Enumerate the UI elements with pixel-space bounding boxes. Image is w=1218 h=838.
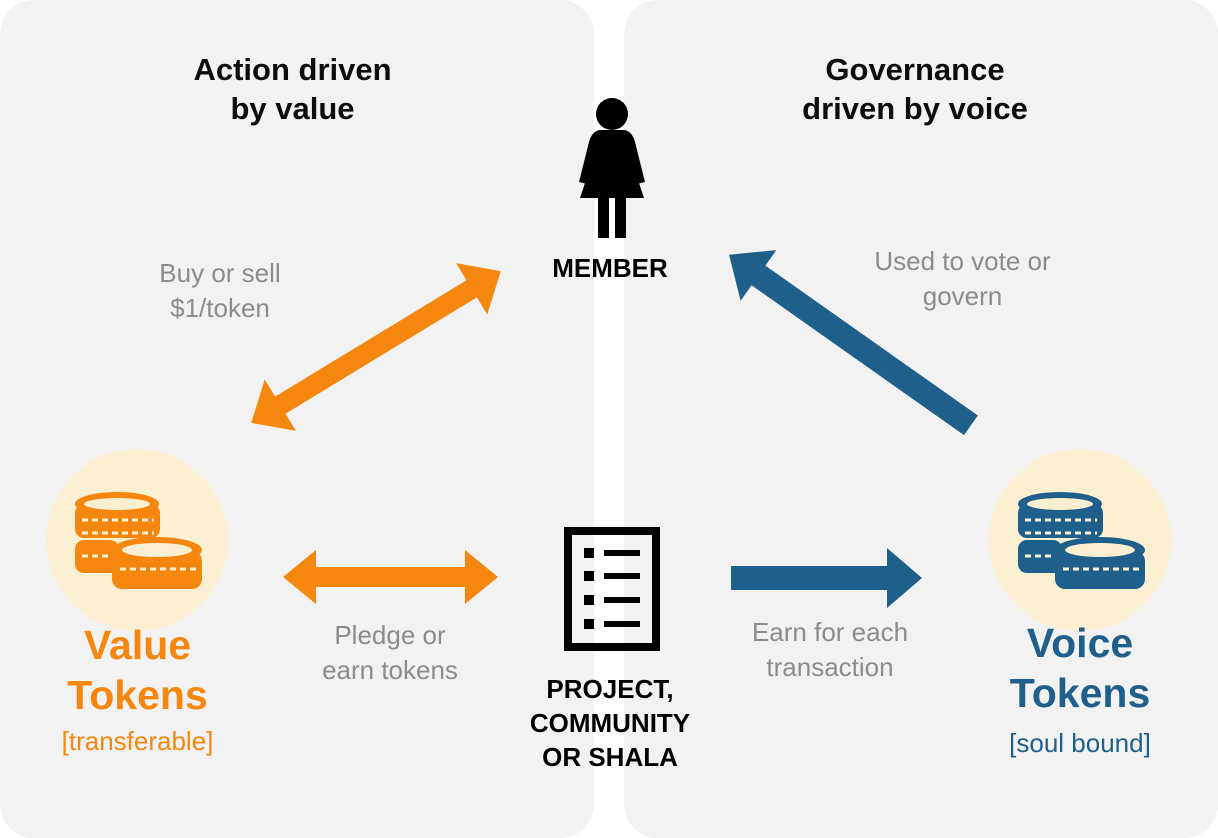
- right-heading-line1: Governance: [825, 52, 1005, 87]
- checklist-icon: [564, 527, 660, 651]
- left-heading-line2: by value: [230, 91, 355, 126]
- value-tokens-title: Value Tokens: [30, 620, 245, 720]
- project-label-line3: OR SHALA: [542, 742, 678, 772]
- value-title-line1: Value: [83, 622, 192, 668]
- project-label-line2: COMMUNITY: [529, 708, 691, 738]
- voice-title-line1: Voice: [1026, 620, 1134, 666]
- right-heading-line2: driven by voice: [802, 91, 1028, 126]
- earn-label: Earn for each transaction: [715, 615, 945, 685]
- right-panel: [624, 0, 1218, 838]
- buy-sell-line2: $1/token: [170, 293, 270, 323]
- value-title-line2: Tokens: [67, 672, 208, 718]
- pledge-line1: Pledge or: [334, 620, 446, 650]
- left-panel-heading: Action driven by value: [150, 50, 435, 128]
- vote-line2: govern: [922, 281, 1003, 311]
- pledge-line2: earn tokens: [322, 655, 458, 685]
- project-label-line1: PROJECT,: [546, 674, 674, 704]
- right-panel-heading: Governance driven by voice: [770, 50, 1060, 128]
- member-label: MEMBER: [520, 251, 700, 285]
- pledge-arrow: [283, 550, 498, 604]
- vote-label: Used to vote or govern: [835, 244, 1090, 314]
- voice-tokens-subtitle: [soul bound]: [1009, 728, 1151, 758]
- earn-line2: transaction: [766, 652, 894, 682]
- left-panel: [0, 0, 594, 838]
- pledge-label: Pledge or earn tokens: [285, 618, 495, 688]
- voice-title-line2: Tokens: [1009, 670, 1151, 716]
- buy-sell-line1: Buy or sell: [159, 258, 281, 288]
- vote-arrow: [729, 250, 978, 436]
- value-coins-icon: [75, 492, 202, 589]
- value-tokens-subtitle: [transferable]: [61, 726, 214, 756]
- member-label-text: MEMBER: [552, 253, 668, 283]
- buy-sell-arrow: [251, 263, 501, 431]
- earn-line1: Earn for each: [751, 617, 909, 647]
- voice-coins-icon: [1018, 492, 1145, 589]
- voice-tokens-title: Voice Tokens: [975, 618, 1185, 718]
- earn-arrow: [731, 548, 922, 608]
- buy-sell-label: Buy or sell $1/token: [100, 256, 340, 326]
- left-heading-line1: Action driven: [193, 52, 392, 87]
- person-icon: [579, 98, 645, 238]
- project-label: PROJECT, COMMUNITY OR SHALA: [490, 672, 730, 774]
- vote-line1: Used to vote or: [874, 246, 1051, 276]
